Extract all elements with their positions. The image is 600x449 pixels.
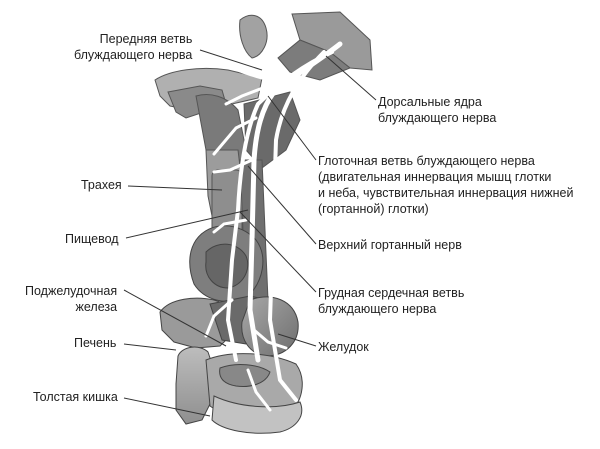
leader-trachea <box>127 185 223 191</box>
label-pancreas: Поджелудочная железа <box>25 284 118 314</box>
label-pharyngeal-branch: Глоточная ветвь блуждающего нерва (двига… <box>318 154 574 216</box>
leader-lines <box>123 49 377 417</box>
intestines <box>175 346 303 434</box>
label-liver: Печень <box>74 336 117 350</box>
leader-esophagus <box>125 209 249 239</box>
leader-anterior-branch <box>199 49 263 71</box>
vagus-nerve <box>204 41 343 412</box>
label-superior-laryngeal: Верхний гортанный нерв <box>318 238 462 252</box>
leader-colon <box>123 397 211 417</box>
leader-pharyngeal-branch <box>267 95 317 161</box>
label-dorsal-nuclei: Дорсальные ядра блуждающего нерва <box>378 95 497 125</box>
label-thoracic-cardiac: Грудная сердечная ветвь блуждающего нерв… <box>318 286 465 316</box>
leader-stomach <box>277 333 317 347</box>
label-trachea: Трахея <box>81 178 122 192</box>
leader-thoracic-cardiac <box>239 211 317 293</box>
leader-superior-laryngeal <box>247 165 317 245</box>
label-stomach: Желудок <box>318 340 369 354</box>
heart <box>189 225 264 302</box>
leader-liver <box>123 343 177 351</box>
label-esophagus: Пищевод <box>65 232 119 246</box>
leader-pancreas <box>123 289 227 347</box>
leader-dorsal-nuclei <box>325 55 377 101</box>
label-anterior-branch: Передняя ветвь блуждающего нерва <box>74 32 193 62</box>
label-colon: Толстая кишка <box>33 390 118 404</box>
